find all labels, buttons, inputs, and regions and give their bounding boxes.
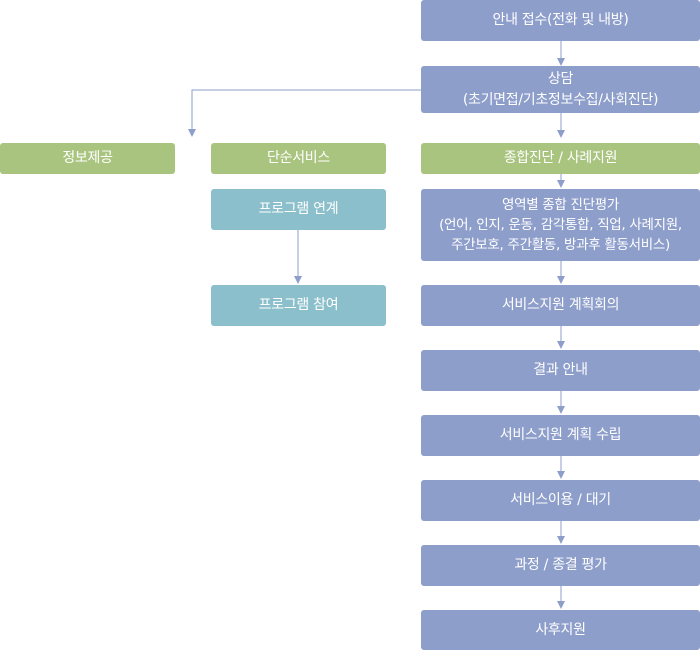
simple-service-box: 단순서비스 bbox=[211, 143, 386, 174]
followup-box: 사후지원 bbox=[421, 610, 700, 650]
program-join-box: 프로그램 참여 bbox=[211, 285, 386, 326]
program-link-box: 프로그램 연계 bbox=[211, 189, 386, 230]
info-box: 정보제공 bbox=[0, 143, 175, 174]
plan-box: 서비스지원 계획 수립 bbox=[421, 415, 700, 456]
consult-box: 상담 (초기면접/기초정보수집/사회진단) bbox=[421, 66, 700, 113]
result-box: 결과 안내 bbox=[421, 350, 700, 391]
service-use-box: 서비스이용 / 대기 bbox=[421, 480, 700, 521]
diagnosis-box: 종합진단 / 사례지원 bbox=[421, 143, 700, 174]
arrow-consult-info bbox=[188, 89, 421, 137]
evaluation-box: 과정 / 종결 평가 bbox=[421, 545, 700, 586]
meeting-box: 서비스지원 계획회의 bbox=[421, 285, 700, 326]
assessment-box: 영역별 종합 진단평가 (언어, 인지, 운동, 감각통합, 직업, 사례지원,… bbox=[421, 189, 700, 261]
intake-box: 안내 접수(전화 및 내방) bbox=[421, 0, 700, 41]
